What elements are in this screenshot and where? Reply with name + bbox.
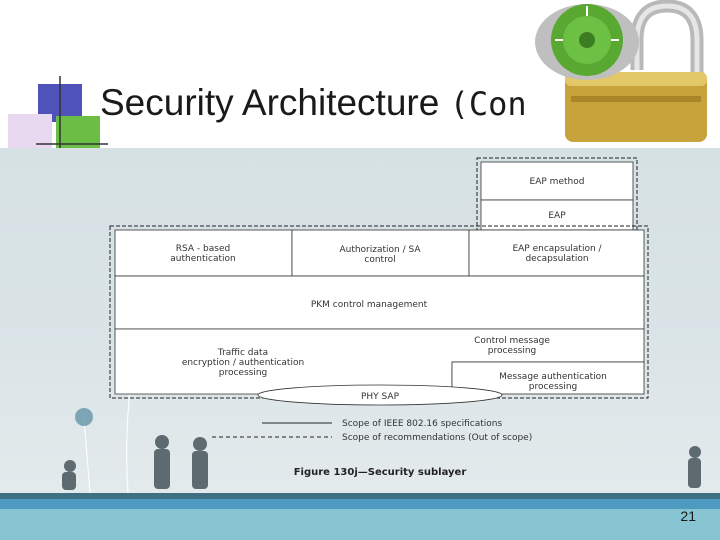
padlock-icon xyxy=(525,0,720,150)
rsa-label-line1: RSA - based xyxy=(176,244,230,254)
eap-method-box xyxy=(480,161,634,201)
message-authentication-box xyxy=(451,361,645,395)
eap-encap-label-line2: decapsulation xyxy=(525,254,588,264)
legend-recommendation-scope: Scope of recommendations (Out of scope) xyxy=(342,433,532,443)
pkm-control-box xyxy=(114,275,645,330)
phy-sap-label: PHY SAP xyxy=(361,392,400,402)
authz-label-line1: Authorization / SA xyxy=(339,245,421,255)
traffic-label-line3: processing xyxy=(219,368,268,378)
traffic-label-line1: Traffic data xyxy=(217,348,268,358)
legend-ieee-scope: Scope of IEEE 802.16 specifications xyxy=(342,419,503,429)
message-auth-label-line1: Message authentication xyxy=(499,372,607,382)
phy-sap-ellipse xyxy=(257,384,503,406)
security-sublayer-diagram: EAP method EAP RSA - based authenticatio… xyxy=(109,157,649,478)
rsa-authentication-box xyxy=(114,229,293,277)
eap-encap-label-line1: EAP encapsulation / xyxy=(512,244,602,254)
eap-box xyxy=(480,199,634,231)
control-message-label-line1: Control message xyxy=(474,336,550,346)
corner-squares-decoration xyxy=(8,76,108,162)
traffic-label-line2: encryption / authentication xyxy=(182,358,304,368)
slide-title-main: Security Architecture xyxy=(100,82,440,123)
footer-accent-bar xyxy=(0,499,720,509)
slide-number: 21 xyxy=(680,508,696,524)
people-silhouettes-decoration xyxy=(62,435,701,490)
authorization-sa-box xyxy=(291,229,470,277)
control-message-label-line2: processing xyxy=(488,346,537,356)
slide-header: Security Architecture (Cont.) xyxy=(0,0,720,162)
authz-label-line2: control xyxy=(364,255,395,265)
eap-method-label: EAP method xyxy=(530,177,585,187)
footer-bar xyxy=(0,509,720,540)
figure-caption: Figure 130j—Security sublayer xyxy=(294,467,467,478)
slide-title: Security Architecture (Cont.) xyxy=(100,82,584,124)
eap-label: EAP xyxy=(548,211,566,221)
footer-divider xyxy=(0,493,720,499)
eap-encapsulation-box xyxy=(468,229,645,277)
message-auth-label-line2: processing xyxy=(529,382,578,392)
rsa-label-line2: authentication xyxy=(170,254,235,264)
pkm-label: PKM control management xyxy=(311,300,428,310)
